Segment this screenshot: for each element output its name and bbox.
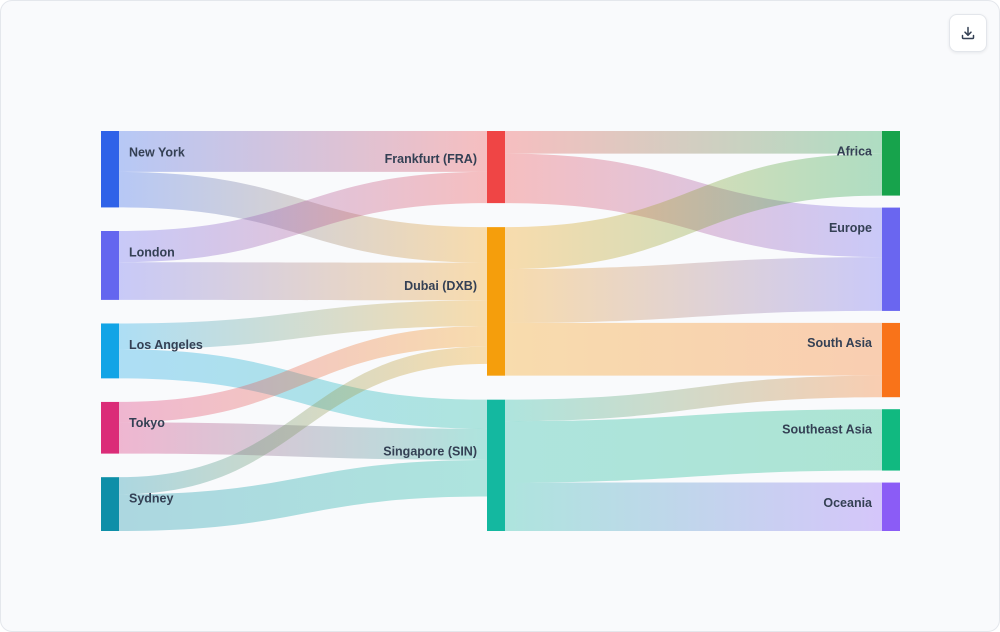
node-label-singapore: Singapore (SIN)	[383, 445, 477, 459]
link-los-angeles-to-singapore[interactable]	[119, 349, 487, 429]
node-europe[interactable]	[882, 207, 900, 311]
node-singapore[interactable]	[487, 399, 505, 531]
download-button[interactable]	[949, 14, 987, 52]
link-tokyo-to-singapore[interactable]	[119, 422, 487, 460]
link-sydney-to-singapore[interactable]	[119, 459, 487, 531]
node-label-tokyo: Tokyo	[129, 416, 165, 430]
node-frankfurt[interactable]	[487, 131, 505, 204]
node-oceania[interactable]	[882, 482, 900, 531]
node-label-sydney: Sydney	[129, 491, 174, 505]
link-tokyo-to-dubai[interactable]	[119, 326, 487, 423]
links-layer	[119, 131, 882, 531]
link-singapore-to-south-asia[interactable]	[505, 375, 882, 422]
node-los-angeles[interactable]	[101, 323, 119, 379]
node-dubai[interactable]	[487, 227, 505, 376]
node-label-africa: Africa	[837, 144, 873, 158]
node-label-europe: Europe	[829, 221, 872, 235]
nodes-layer	[101, 131, 900, 531]
node-tokyo[interactable]	[101, 401, 119, 454]
link-frankfurt-to-africa[interactable]	[505, 131, 882, 154]
node-label-los-angeles: Los Angeles	[129, 338, 203, 352]
node-new-york[interactable]	[101, 131, 119, 208]
link-new-york-to-frankfurt[interactable]	[119, 131, 487, 172]
node-london[interactable]	[101, 231, 119, 300]
node-africa[interactable]	[882, 131, 900, 196]
link-singapore-to-southeast-asia[interactable]	[505, 409, 882, 483]
link-los-angeles-to-dubai[interactable]	[119, 300, 487, 350]
node-south-asia[interactable]	[882, 322, 900, 398]
node-label-dubai: Dubai (DXB)	[404, 279, 477, 293]
node-southeast-asia[interactable]	[882, 409, 900, 471]
node-label-london: London	[129, 245, 175, 259]
link-singapore-to-oceania[interactable]	[505, 482, 882, 531]
node-label-southeast-asia: Southeast Asia	[782, 422, 873, 436]
link-dubai-to-south-asia[interactable]	[505, 322, 882, 376]
link-sydney-to-dubai[interactable]	[119, 346, 487, 495]
node-label-new-york: New York	[129, 145, 185, 159]
link-london-to-frankfurt[interactable]	[119, 171, 487, 263]
node-label-south-asia: South Asia	[807, 336, 873, 350]
node-label-frankfurt: Frankfurt (FRA)	[385, 152, 477, 166]
link-london-to-dubai[interactable]	[119, 262, 487, 301]
link-dubai-to-europe[interactable]	[505, 257, 882, 323]
node-sydney[interactable]	[101, 477, 119, 531]
link-dubai-to-africa[interactable]	[505, 153, 882, 270]
node-label-oceania: Oceania	[823, 496, 873, 510]
download-icon	[961, 26, 975, 40]
